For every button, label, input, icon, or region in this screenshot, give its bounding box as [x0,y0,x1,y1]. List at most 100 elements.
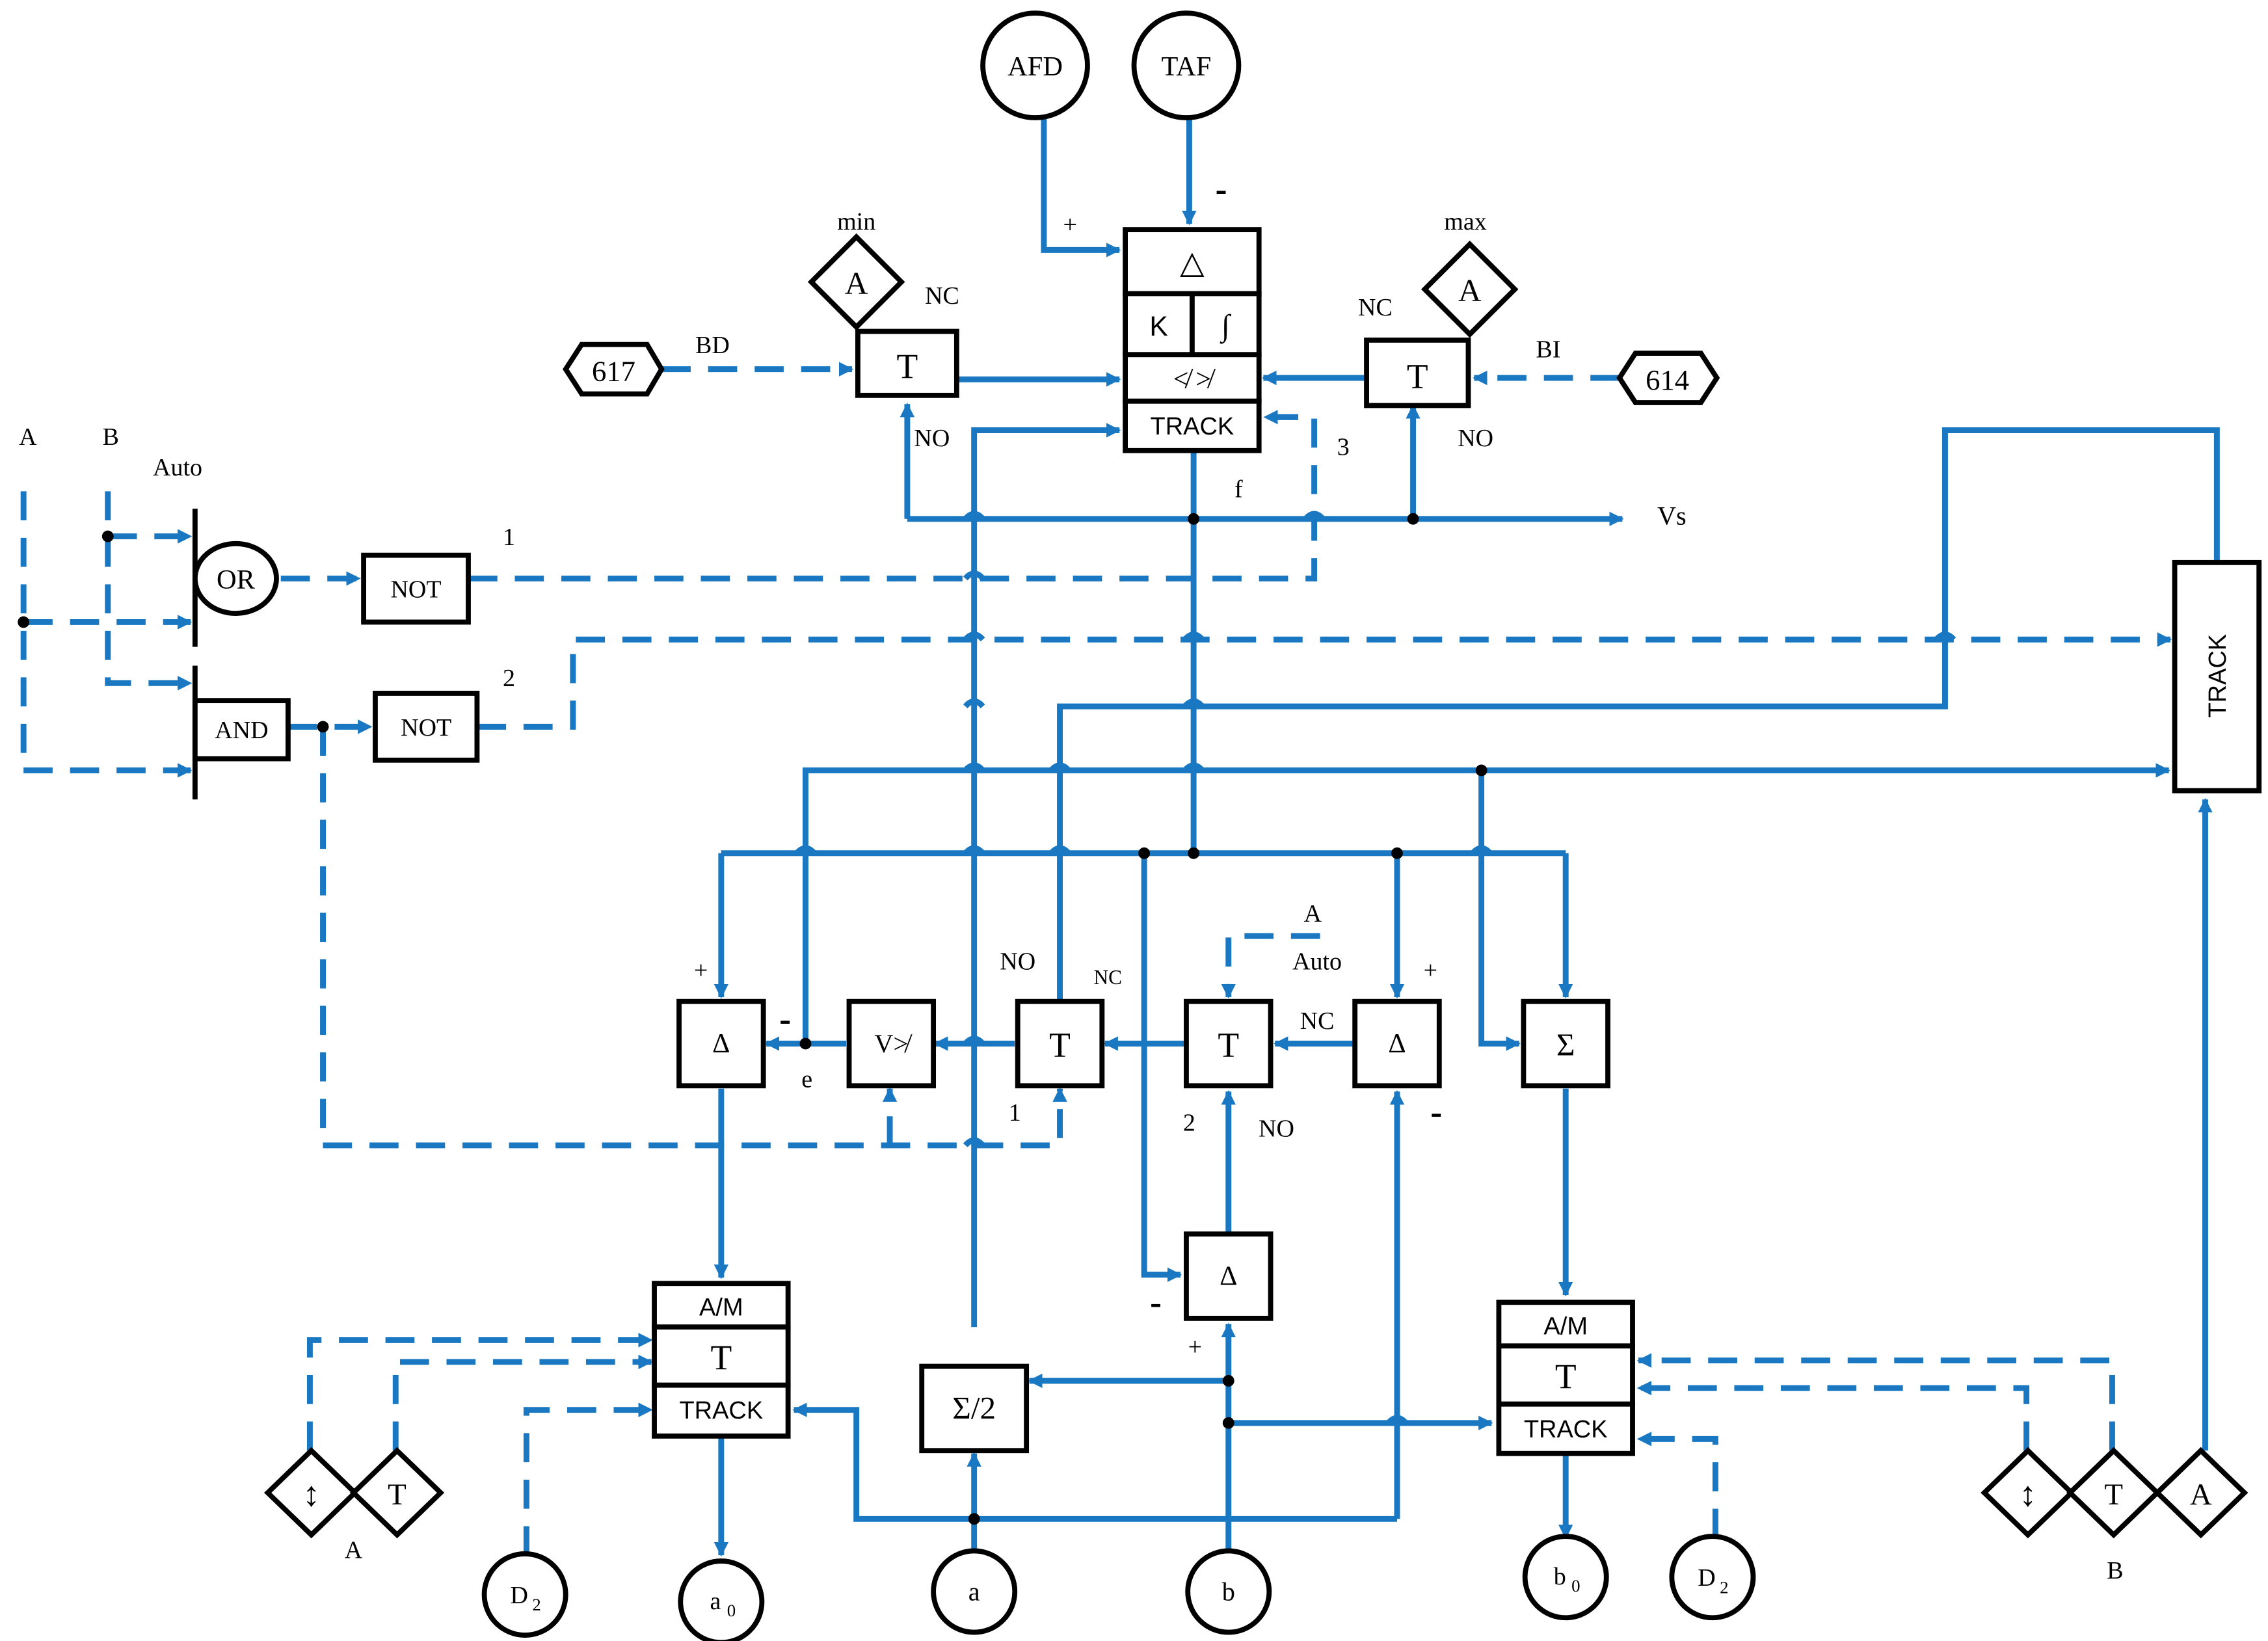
label-auto-mid: Auto [1292,948,1342,976]
a-input: a [931,1548,1018,1635]
junction-dots [18,513,1488,1525]
label-bi: BI [1536,336,1560,364]
label-e: e [801,1066,812,1093]
left-am-station: A/M T TRACK [652,1281,791,1439]
label-B-bottom: B [2107,1557,2123,1584]
sum-half-block: Σ/2 [919,1363,1030,1454]
label-minus-taf: - [1216,169,1227,208]
right-track-block: TRACK [2172,559,2262,794]
label-2-top: 2 [503,665,515,692]
label-vs: Vs [1657,501,1687,531]
d2-right-input: D 2 [1669,1534,1756,1621]
label-minus-left: - [779,999,791,1038]
min-limiter-diamond: A [807,233,905,331]
lower-subtract-block: Δ [1184,1231,1274,1321]
integral-symbol: ∫ [1220,309,1232,344]
label-plus-right: + [1424,957,1437,984]
label-nc-min: NC [925,282,959,310]
controller-track-label: TRACK [1151,413,1234,440]
switch-2: T [1184,998,1274,1089]
svg-text:T: T [1555,1357,1577,1396]
svg-text:NOT: NOT [401,714,451,741]
label-minus-lower: - [1150,1283,1162,1322]
annotation-labels: A B Auto BD BI NC NC NO NO + - 3 f Vs 1 … [19,169,2123,1584]
taf-input: TAF [1131,10,1242,120]
a0-output: a 0 [678,1558,765,1641]
svg-text:2: 2 [532,1595,540,1614]
label-nc-max: NC [1358,294,1393,321]
svg-text:Σ/2: Σ/2 [952,1390,996,1426]
label-f: f [1234,475,1243,503]
tag-614: 614 [1616,351,1720,405]
svg-text:T: T [1407,357,1428,396]
min-switch: T [855,328,959,398]
svg-text:Δ: Δ [712,1028,730,1059]
svg-text:Σ: Σ [1556,1026,1575,1062]
svg-text:2: 2 [1720,1577,1728,1597]
left-subtract-block: Δ [676,998,766,1089]
connection-lines [20,119,2220,1557]
label-bd: BD [695,332,730,359]
svg-text:b: b [1554,1563,1566,1590]
right-operator-panel: ↕ T A [1981,1447,2248,1539]
min-label: min [837,208,875,235]
svg-text:OR: OR [217,565,256,595]
svg-text:0: 0 [1571,1576,1580,1595]
controller-block: △ K ∫ ≮ ≯ TRACK [1123,227,1262,453]
label-no-1: NO [1000,948,1035,976]
svg-text:V≯: V≯ [874,1029,913,1058]
d2-left-input: D 2 [481,1551,568,1638]
hand-icon: ↕ [2019,1474,2036,1514]
svg-text:Δ: Δ [1220,1261,1237,1291]
svg-text:A: A [845,265,868,300]
afd-input: AFD [980,10,1090,120]
svg-text:TRACK: TRACK [2204,634,2232,718]
label-3: 3 [1337,433,1350,460]
label-2-mid: 2 [1183,1110,1195,1137]
svg-text:T: T [1049,1026,1071,1065]
svg-text:NOT: NOT [391,576,442,603]
left-operator-panel: ↕ T [263,1447,445,1539]
label-B-top: B [103,423,119,451]
b0-output: b 0 [1522,1534,1609,1621]
delta-symbol: △ [1180,245,1205,280]
right-am-station: A/M T TRACK [1496,1300,1635,1456]
not-gate-2: NOT [373,691,480,763]
label-A-bottom: A [345,1537,363,1564]
tag-617: 617 [563,341,665,397]
svg-text:A: A [1458,273,1482,308]
label-minus-right: - [1430,1092,1442,1131]
max-label: max [1444,208,1486,235]
switch-1: T [1015,998,1105,1089]
label-no-min: NO [914,425,950,452]
svg-text:TAF: TAF [1162,51,1212,82]
svg-text:AFD: AFD [1007,51,1063,82]
label-A-mid: A [1304,900,1322,927]
svg-text:A: A [2190,1478,2212,1512]
svg-text:T: T [2104,1478,2123,1512]
max-limiter-diamond: A [1421,240,1519,338]
label-nc-1: NC [1094,966,1122,989]
svg-text:D: D [1698,1564,1715,1592]
svg-text:T: T [897,347,918,386]
b-input: b [1185,1548,1272,1635]
velocity-limit-block: V≯ [846,998,937,1089]
label-plus-lower: + [1188,1333,1202,1361]
label-no-max: NO [1458,425,1493,452]
svg-text:T: T [710,1338,732,1377]
svg-text:0: 0 [727,1601,736,1620]
gain-symbol: K [1149,311,1167,341]
hand-icon: ↕ [302,1474,320,1514]
svg-text:TRACK: TRACK [1524,1416,1608,1443]
and-gate: AND [192,665,291,800]
limit-symbol: ≮ ≯ [1173,364,1216,395]
right-subtract-block: Δ [1352,998,1442,1089]
label-plus-afd: + [1063,211,1076,239]
label-no-2: NO [1259,1115,1294,1143]
label-1-mid: 1 [1009,1099,1021,1127]
not-gate-1: NOT [361,552,471,625]
label-1-top: 1 [503,524,515,551]
sum-block: Σ [1521,998,1610,1089]
svg-text:TRACK: TRACK [679,1397,763,1424]
